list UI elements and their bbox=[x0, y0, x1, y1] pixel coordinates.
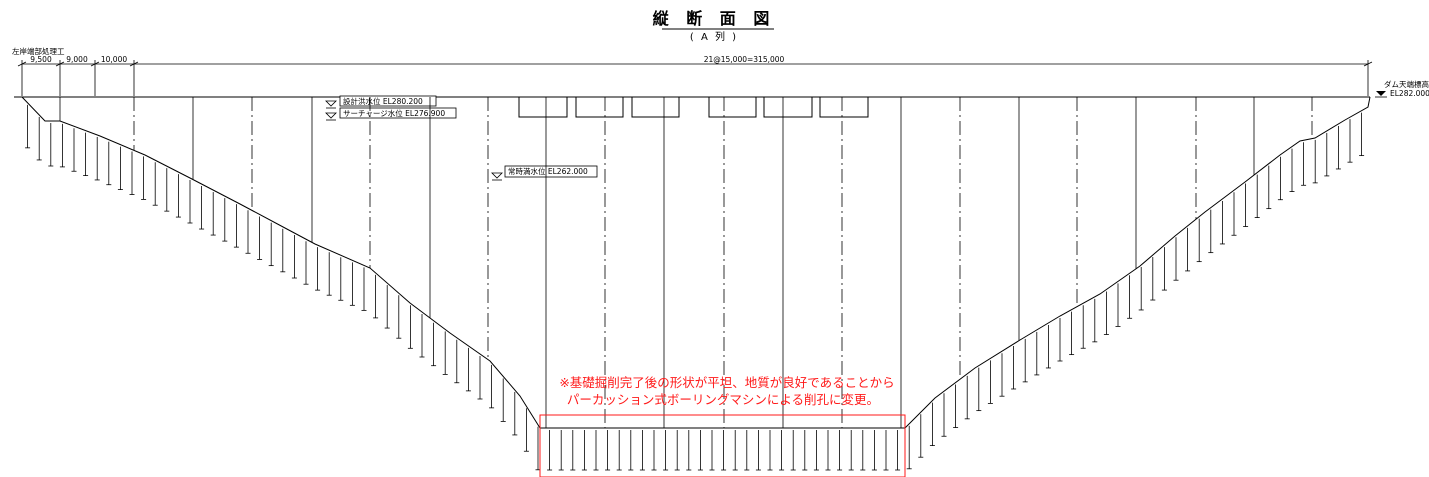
dim-9500: 9,500 bbox=[30, 55, 52, 64]
grout-holes bbox=[25, 104, 1365, 471]
dimension-line bbox=[17, 60, 1373, 96]
crest-label: ダム天端標高 bbox=[1384, 79, 1429, 89]
left-end-label: 左岸端部処理工 bbox=[12, 46, 65, 56]
note-line-2: パーカッション式ボーリングマシンによる削孔に変更。 bbox=[567, 392, 879, 407]
dim-9000: 9,000 bbox=[66, 55, 88, 64]
water-level-surcharge: サーチャージ水位 EL276.900 bbox=[325, 107, 457, 121]
dim-10000: 10,000 bbox=[101, 55, 127, 64]
dim-main-span: 21@15,000=315,000 bbox=[704, 55, 785, 64]
drawing-title: 縦 断 面 図 bbox=[653, 9, 776, 28]
surcharge-label: サーチャージ水位 EL276.900 bbox=[343, 108, 445, 118]
change-area-outline bbox=[539, 414, 906, 477]
water-level-normal: 常時満水位 EL262.000 bbox=[491, 165, 598, 181]
crest-elevation: EL282.000 bbox=[1390, 89, 1429, 98]
crest-level-icon bbox=[1375, 91, 1387, 98]
water-level-design-flood: 設計洪水位 EL280.200 bbox=[325, 95, 437, 109]
drawing-subtitle: ( A 列 ) bbox=[690, 30, 738, 43]
normal-water-label: 常時満水位 EL262.000 bbox=[508, 166, 588, 176]
block-joint-lines bbox=[59, 97, 1313, 428]
design-flood-label: 設計洪水位 EL280.200 bbox=[343, 96, 423, 106]
note-line-1: ※基礎掘削完了後の形状が平坦、地質が良好であることから bbox=[559, 375, 894, 390]
inspection-galleries bbox=[518, 96, 869, 118]
